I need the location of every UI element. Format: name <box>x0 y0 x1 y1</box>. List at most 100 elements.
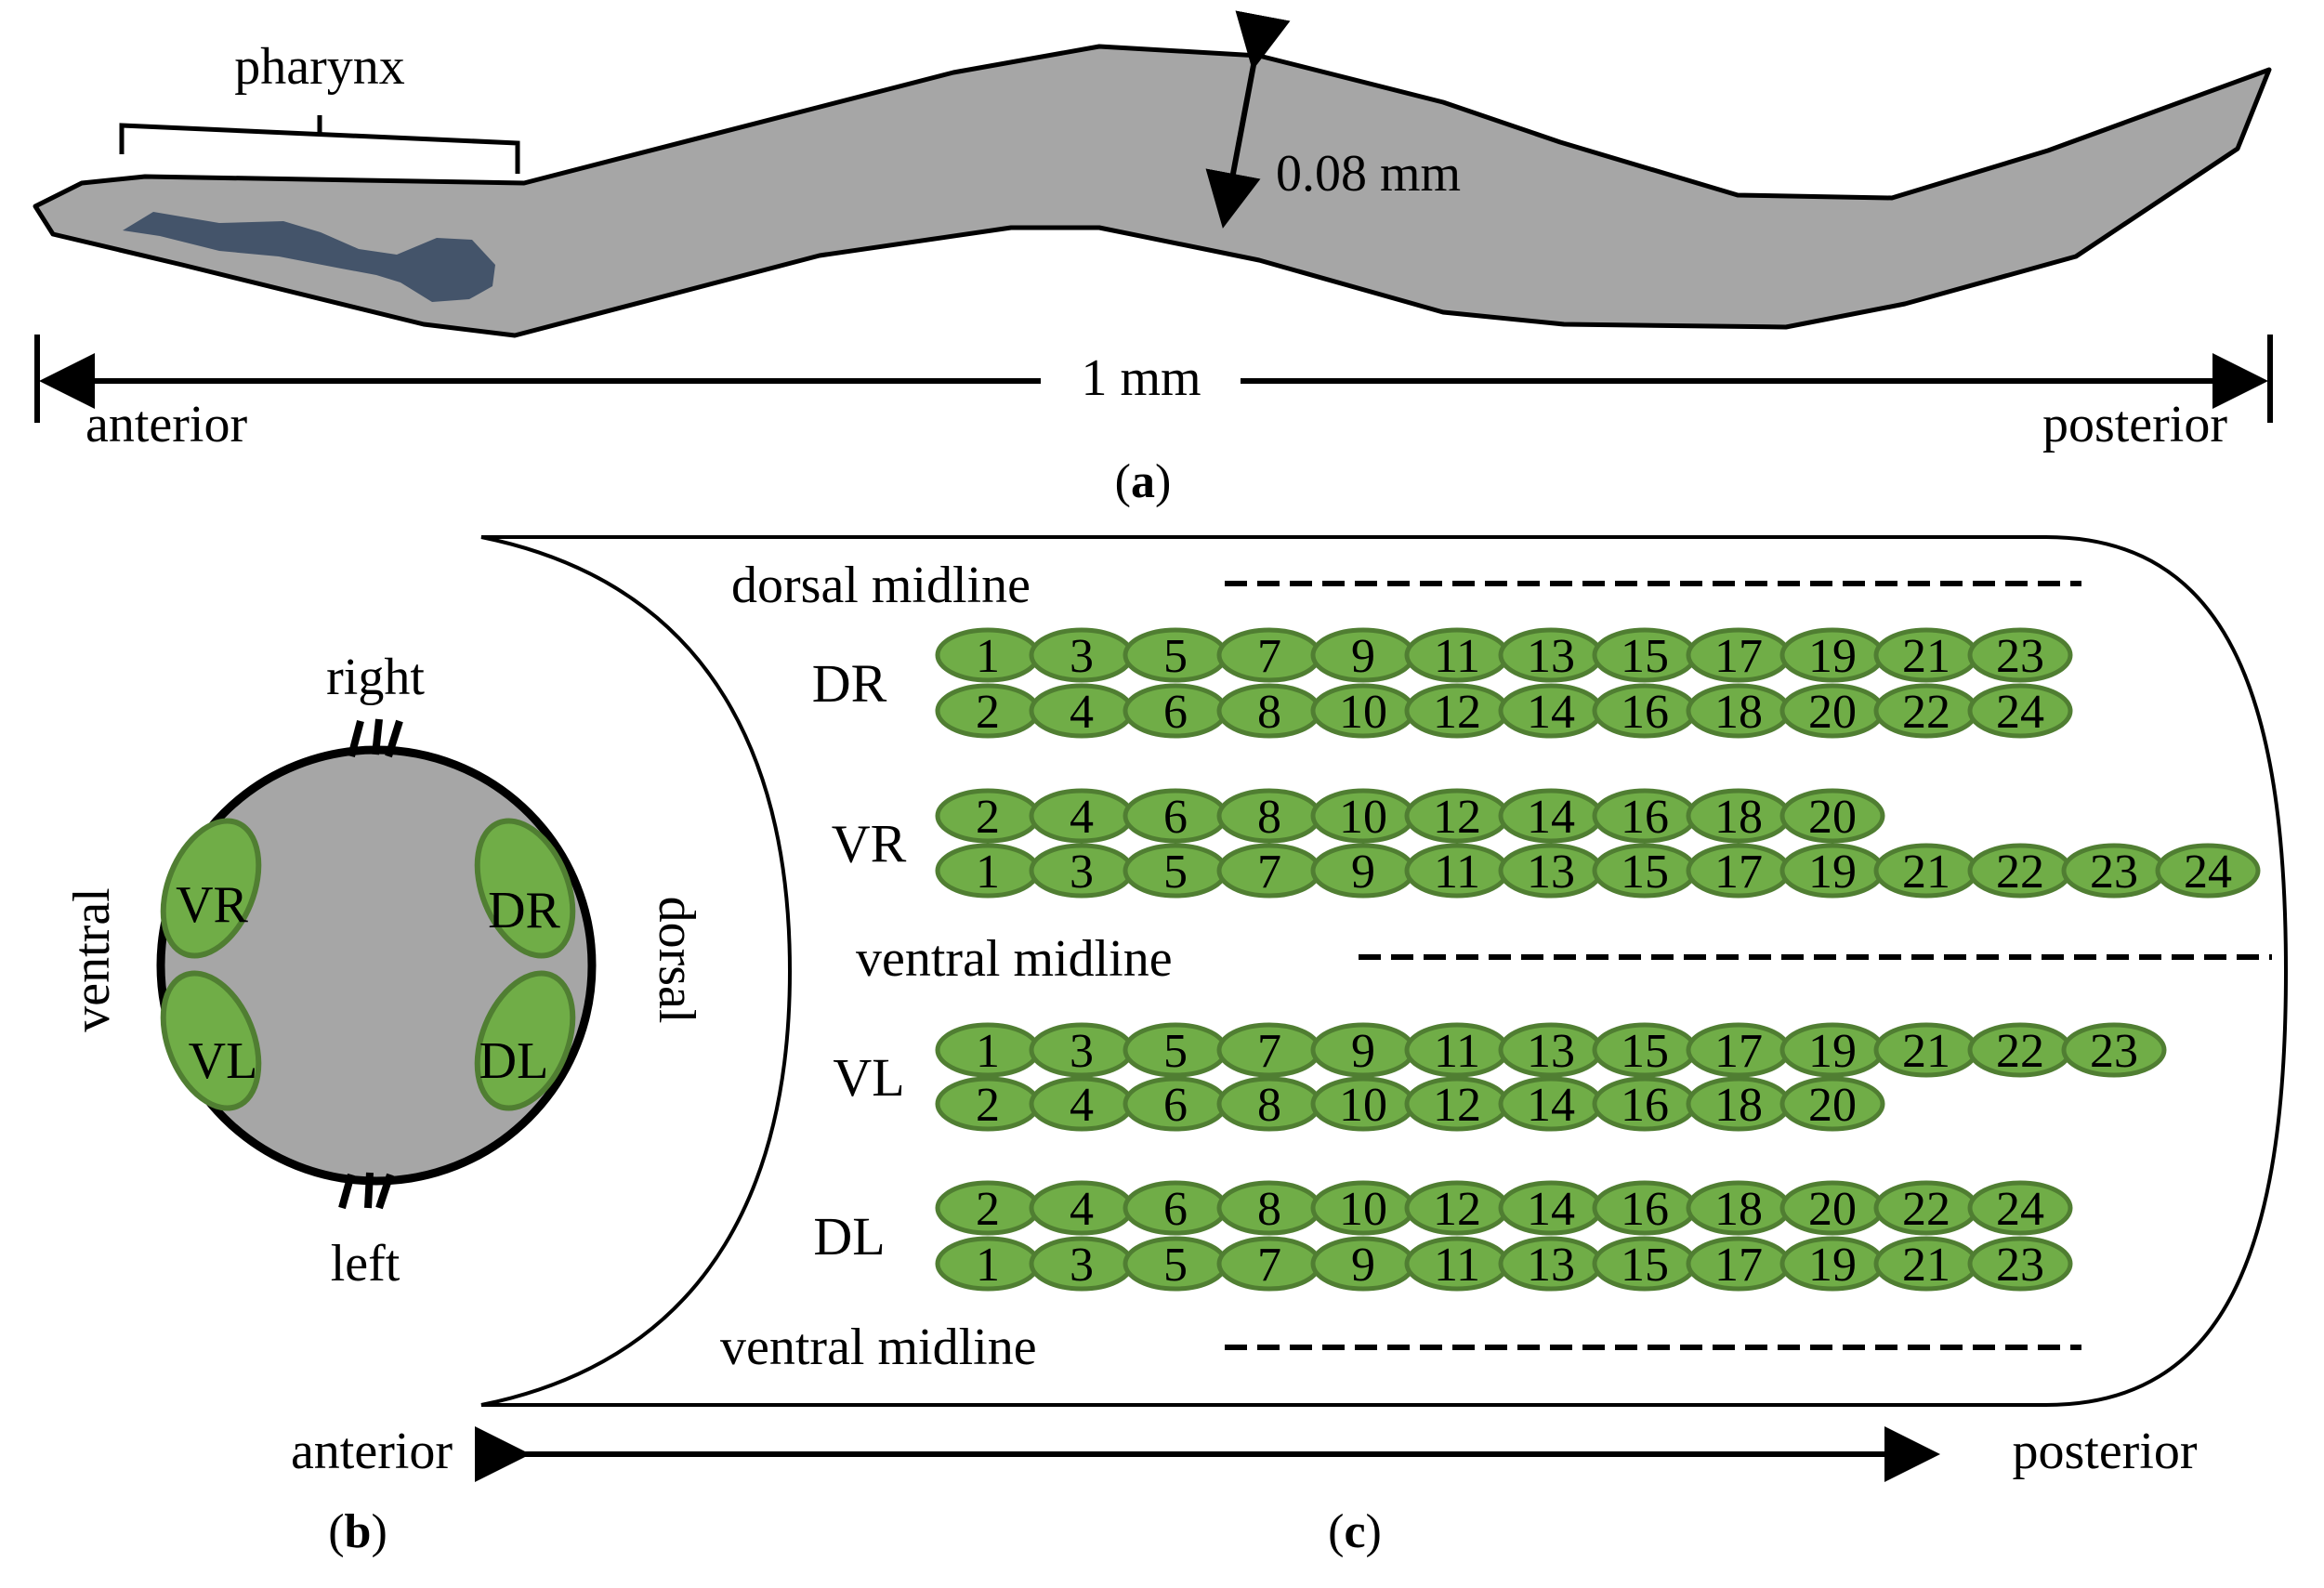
muscle-cell-number: 3 <box>1070 1025 1094 1078</box>
muscle-cell-number: 6 <box>1163 1079 1188 1132</box>
muscle-cell-number: 10 <box>1339 791 1387 844</box>
muscle-cell <box>1967 1180 2073 1236</box>
dorsal-label: dorsal <box>648 897 705 1024</box>
right-marker <box>348 718 403 758</box>
muscle-cell-number: 7 <box>1257 1239 1281 1292</box>
muscle-cell-number: 6 <box>1163 1183 1188 1236</box>
muscle-cell-number: 8 <box>1257 1079 1281 1132</box>
muscle-cell-number: 14 <box>1527 1183 1575 1236</box>
muscle-cell-number: 19 <box>1808 846 1857 899</box>
muscle-cell-number: 3 <box>1070 846 1094 899</box>
quadrant-dr <box>474 818 576 959</box>
muscle-cell-number: 13 <box>1527 1025 1575 1078</box>
muscle-cell-number: 22 <box>1902 1183 1950 1236</box>
muscle-cell-number: 2 <box>976 1079 1000 1132</box>
muscle-cell <box>1779 788 1885 844</box>
length-label: 1 mm <box>1081 349 1201 407</box>
muscle-cell-number: 4 <box>1070 791 1094 844</box>
muscle-cell-number: 11 <box>1434 630 1480 683</box>
muscle-cell-number: 8 <box>1257 791 1281 844</box>
muscle-cell-number: 8 <box>1257 686 1281 739</box>
pharynx-shape <box>123 212 495 302</box>
ventral-label: ventral <box>63 887 121 1031</box>
muscle-cell-number: 5 <box>1163 630 1188 683</box>
muscle-cell-number: 15 <box>1621 1025 1669 1078</box>
muscle-cell <box>1779 1076 1885 1132</box>
muscle-cell-number: 13 <box>1527 630 1575 683</box>
muscle-cell-number: 22 <box>1996 1025 2044 1078</box>
muscle-cell-number: 4 <box>1070 1079 1094 1132</box>
muscle-cell-number: 18 <box>1714 1079 1763 1132</box>
muscle-cell-number: 21 <box>1902 1025 1950 1078</box>
muscle-cell-number: 9 <box>1351 1025 1375 1078</box>
muscle-cell-number: 9 <box>1351 1239 1375 1292</box>
anterior-label-a: anterior <box>85 396 247 453</box>
muscle-cell <box>1967 1236 2073 1292</box>
muscle-cell-number: 16 <box>1621 1183 1669 1236</box>
cross-section <box>156 745 597 1186</box>
dorsal-midline-label: dorsal midline <box>731 557 1031 614</box>
quadrant-dr-label: DR <box>488 882 560 939</box>
muscle-cell-number: 18 <box>1714 791 1763 844</box>
muscle-cell-number: 4 <box>1070 686 1094 739</box>
quadrant-row-label-vr: VR <box>832 814 907 874</box>
muscle-cell-number: 12 <box>1433 1183 1481 1236</box>
muscle-cell-number: 19 <box>1808 1025 1857 1078</box>
posterior-label-a: posterior <box>2042 396 2227 453</box>
muscle-cell-number: 23 <box>2090 846 2138 899</box>
muscle-cell-number: 1 <box>976 1025 1000 1078</box>
muscle-cell-number: 15 <box>1621 846 1669 899</box>
muscle-cell-number: 20 <box>1808 791 1857 844</box>
muscle-cell-number: 8 <box>1257 1183 1281 1236</box>
quadrant-dl-label: DL <box>479 1032 549 1090</box>
muscle-cell-number: 12 <box>1433 1079 1481 1132</box>
muscle-cell-number: 6 <box>1163 791 1188 844</box>
muscle-cell-number: 13 <box>1527 846 1575 899</box>
muscle-cell-number: 20 <box>1808 1079 1857 1132</box>
muscle-cell-number: 16 <box>1621 791 1669 844</box>
muscle-cell-number: 18 <box>1714 686 1763 739</box>
muscle-cell-number: 3 <box>1070 630 1094 683</box>
pharynx-label: pharynx <box>234 38 405 96</box>
muscle-cell <box>2061 1022 2167 1078</box>
muscle-cell-number: 23 <box>1996 1239 2044 1292</box>
muscle-cell-number: 21 <box>1902 630 1950 683</box>
muscle-cell-number: 17 <box>1714 630 1763 683</box>
right-label: right <box>326 649 425 706</box>
muscle-cell-number: 17 <box>1714 1025 1763 1078</box>
muscle-cell-number: 20 <box>1808 686 1857 739</box>
muscle-cell-number: 21 <box>1902 846 1950 899</box>
muscle-cell-number: 24 <box>2184 846 2232 899</box>
muscle-cell-number: 23 <box>2090 1025 2138 1078</box>
quadrant-vr-label: VR <box>176 876 248 934</box>
muscle-cell-number: 10 <box>1339 1183 1387 1236</box>
muscle-cell <box>2155 843 2261 899</box>
muscle-cell-number: 24 <box>1996 686 2044 739</box>
posterior-label-c: posterior <box>2012 1423 2197 1480</box>
muscle-cell <box>1967 683 2073 739</box>
muscle-cell-number: 6 <box>1163 686 1188 739</box>
left-marker <box>338 1172 394 1210</box>
quadrant-vl-label: VL <box>189 1032 258 1090</box>
left-label: left <box>331 1235 400 1293</box>
ventral-midline-bottom-label: ventral midline <box>720 1319 1037 1376</box>
muscle-cell-number: 14 <box>1527 1079 1575 1132</box>
muscle-cell-number: 12 <box>1433 686 1481 739</box>
muscle-cell-number: 19 <box>1808 1239 1857 1292</box>
ventral-midline-middle-label: ventral midline <box>856 930 1173 988</box>
anterior-label-b: anterior <box>291 1423 453 1480</box>
quadrant-row-label-dr: DR <box>812 653 887 714</box>
muscle-cell-number: 5 <box>1163 1239 1188 1292</box>
muscle-cell-number: 17 <box>1714 1239 1763 1292</box>
muscle-cell-number: 20 <box>1808 1183 1857 1236</box>
muscle-cell-number: 21 <box>1902 1239 1950 1292</box>
pharynx-bracket <box>119 123 520 174</box>
muscle-cell-number: 1 <box>976 1239 1000 1292</box>
muscle-cell-number: 18 <box>1714 1183 1763 1236</box>
caption-b: (b) <box>328 1505 387 1558</box>
worm-body <box>33 44 2272 338</box>
muscle-cell-number: 22 <box>1996 846 2044 899</box>
muscle-cell-number: 3 <box>1070 1239 1094 1292</box>
